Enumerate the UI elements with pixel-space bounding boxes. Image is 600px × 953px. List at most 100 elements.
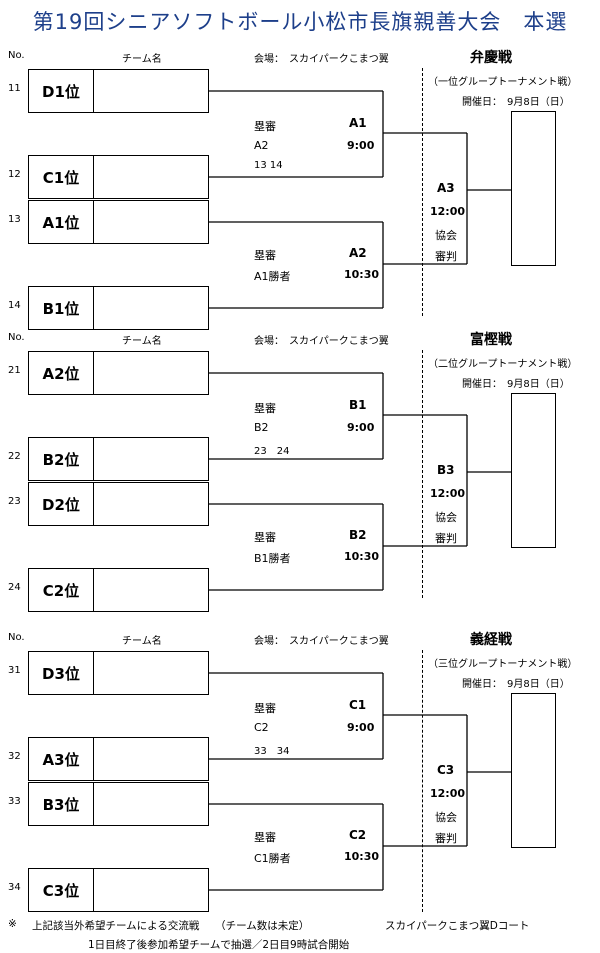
final-umpire-1: 協会 [435, 229, 457, 242]
team-number: 13 [8, 214, 21, 225]
team-slot: D3位 [28, 651, 209, 695]
champion-box [511, 393, 556, 548]
tournament-subtitle: （三位グループトーナメント戦） [428, 659, 578, 670]
venue-label: 会場： スカイパークこまつ翼 [254, 54, 389, 65]
match-time: 9:00 [347, 139, 375, 152]
final-code: B3 [437, 463, 455, 477]
tournament-name: 義経戦 [470, 632, 512, 648]
final-umpire-1: 協会 [435, 511, 457, 524]
seed-label: D1位 [29, 70, 94, 112]
footer-note: 上記該当外希望チームによる交流戦 （チーム数は未定） [32, 920, 310, 932]
match-time: 10:30 [344, 850, 380, 863]
page-title: 第19回シニアソフトボール小松市長旗親善大会 本選 [32, 10, 568, 34]
seed-label: A3位 [29, 738, 94, 780]
team-slot: C2位 [28, 568, 209, 612]
team-slot: A1位 [28, 200, 209, 244]
umpire-label: 塁審 [254, 120, 276, 133]
match-teams: 23 24 [254, 446, 290, 457]
umpire-team: C1勝者 [254, 852, 291, 865]
no-header: No. [8, 632, 25, 643]
dashed-divider [422, 650, 423, 912]
tournament-subtitle: （二位グループトーナメント戦） [428, 359, 578, 370]
final-time: 12:00 [430, 787, 466, 800]
seed-label: B2位 [29, 438, 94, 480]
tournament-subtitle: （一位グループトーナメント戦） [428, 77, 578, 88]
seed-label: A1位 [29, 201, 94, 243]
seed-label: B3位 [29, 783, 94, 825]
umpire-label: 塁審 [254, 249, 276, 262]
venue-label: 会場： スカイパークこまつ翼 [254, 336, 389, 347]
team-slot: A2位 [28, 351, 209, 395]
team-number: 21 [8, 365, 21, 376]
event-date: 開催日： 9月8日（日） [462, 97, 570, 108]
tournament-name: 弁慶戦 [470, 50, 512, 66]
seed-label: C1位 [29, 156, 94, 198]
team-slot: B1位 [28, 286, 209, 330]
final-code: A3 [437, 181, 455, 195]
final-code: C3 [437, 763, 455, 777]
dashed-divider [422, 68, 423, 316]
champion-box [511, 111, 556, 266]
final-umpire-1: 協会 [435, 811, 457, 824]
no-header: No. [8, 332, 25, 343]
final-time: 12:00 [430, 205, 466, 218]
footer-mark: ※ [8, 918, 17, 930]
team-slot: D1位 [28, 69, 209, 113]
umpire-label: 塁審 [254, 702, 276, 715]
team-name-header: チーム名 [122, 636, 162, 647]
match-code: A2 [349, 246, 367, 260]
no-header: No. [8, 50, 25, 61]
umpire-team: A2 [254, 139, 269, 152]
team-number: 34 [8, 882, 21, 893]
team-name-header: チーム名 [122, 54, 162, 65]
match-time: 9:00 [347, 721, 375, 734]
match-time: 10:30 [344, 550, 380, 563]
champion-box [511, 693, 556, 848]
umpire-label: 塁審 [254, 531, 276, 544]
seed-label: D2位 [29, 483, 94, 525]
seed-label: C3位 [29, 869, 94, 911]
match-time: 10:30 [344, 268, 380, 281]
footer-court: スカイパークこまつ翼Dコート [385, 920, 530, 932]
team-number: 11 [8, 83, 21, 94]
team-slot: C3位 [28, 868, 209, 912]
tournament-name: 富樫戦 [470, 332, 512, 348]
seed-label: D3位 [29, 652, 94, 694]
match-code: C1 [349, 698, 367, 712]
footer-note-2: 1日目終了後参加希望チームで抽選／2日目9時試合開始 [88, 939, 350, 951]
match-code: A1 [349, 116, 367, 130]
team-number: 22 [8, 451, 21, 462]
team-number: 12 [8, 169, 21, 180]
event-date: 開催日： 9月8日（日） [462, 679, 570, 690]
seed-label: A2位 [29, 352, 94, 394]
match-teams: 33 34 [254, 746, 290, 757]
team-slot: B3位 [28, 782, 209, 826]
team-number: 31 [8, 665, 21, 676]
umpire-team: C2 [254, 721, 269, 734]
team-slot: B2位 [28, 437, 209, 481]
umpire-team: A1勝者 [254, 270, 291, 283]
venue-label: 会場： スカイパークこまつ翼 [254, 636, 389, 647]
team-name-header: チーム名 [122, 336, 162, 347]
team-number: 14 [8, 300, 21, 311]
match-time: 9:00 [347, 421, 375, 434]
seed-label: C2位 [29, 569, 94, 611]
umpire-team: B1勝者 [254, 552, 291, 565]
event-date: 開催日： 9月8日（日） [462, 379, 570, 390]
dashed-divider [422, 350, 423, 598]
team-slot: A3位 [28, 737, 209, 781]
final-time: 12:00 [430, 487, 466, 500]
match-code: B2 [349, 528, 367, 542]
team-number: 24 [8, 582, 21, 593]
team-slot: D2位 [28, 482, 209, 526]
umpire-label: 塁審 [254, 402, 276, 415]
umpire-team: B2 [254, 421, 269, 434]
final-umpire-2: 審判 [435, 532, 457, 545]
team-number: 32 [8, 751, 21, 762]
team-number: 33 [8, 796, 21, 807]
final-umpire-2: 審判 [435, 250, 457, 263]
team-number: 23 [8, 496, 21, 507]
match-teams: 13 14 [254, 160, 283, 171]
match-code: B1 [349, 398, 367, 412]
